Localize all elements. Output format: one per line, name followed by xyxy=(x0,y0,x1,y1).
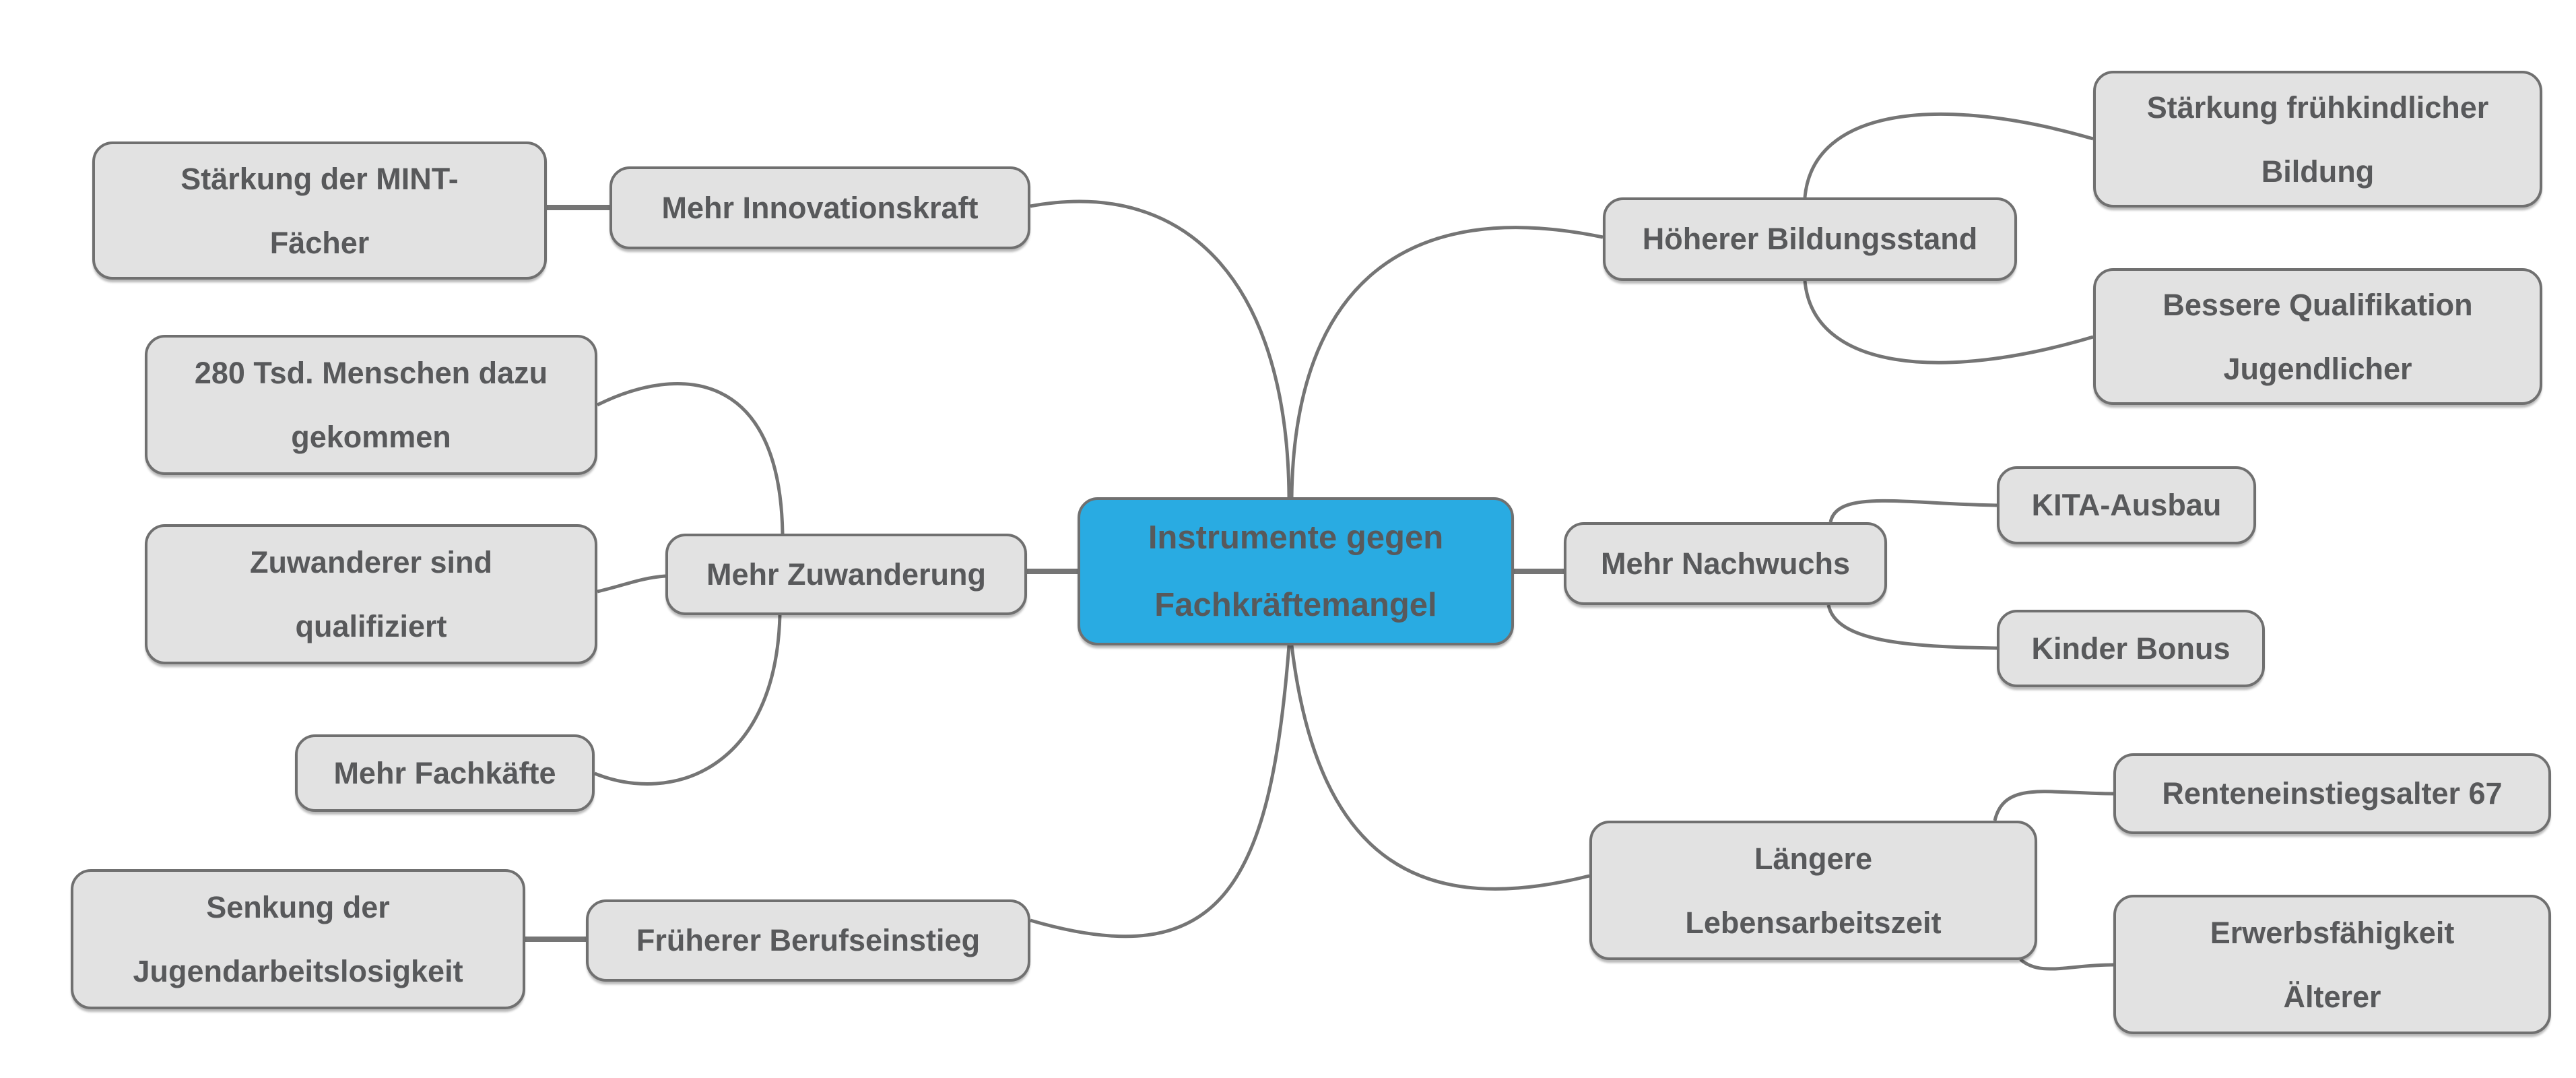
connector-bildungsstand-qualifikation xyxy=(1803,280,2094,364)
connector-central-bildungsstand xyxy=(1290,226,1604,498)
connector-lebensarbeitszeit-erwerb xyxy=(2019,958,2114,971)
connector-nachwuchs-kita xyxy=(1828,499,1997,523)
node-child-fruehkindliche-bildung[interactable]: Stärkung frühkindlicher Bildung xyxy=(2093,71,2542,208)
connector-fachkaefte-zuwanderung xyxy=(594,614,782,786)
connector-innovationskraft-central xyxy=(1030,199,1291,498)
node-central-instrumente[interactable]: Instrumente gegen Fachkräftemangel xyxy=(1078,497,1514,645)
node-branch-bildungsstand[interactable]: Höherer Bildungsstand xyxy=(1603,197,2017,281)
node-branch-lebensarbeitszeit[interactable]: Längere Lebensarbeitszeit xyxy=(1589,821,2037,960)
connector-central-lebensarbeitszeit xyxy=(1290,645,1590,891)
node-branch-nachwuchs[interactable]: Mehr Nachwuchs xyxy=(1564,522,1887,605)
node-child-senkung-jugendarbeitslosigkeit[interactable]: Senkung der Jugendarbeitslosigkeit xyxy=(71,869,525,1009)
node-child-kita-ausbau[interactable]: KITA-Ausbau xyxy=(1997,466,2256,544)
node-branch-zuwanderung[interactable]: Mehr Zuwanderung xyxy=(665,534,1027,615)
node-child-mehr-fachkaefte[interactable]: Mehr Fachkäfte xyxy=(295,734,595,812)
connector-qualifiziert-zuwanderung xyxy=(597,574,666,594)
connector-central-berufseinstieg xyxy=(1030,645,1291,939)
connector-bildungsstand-fruehkindlich xyxy=(1803,112,2094,198)
node-child-280tsd[interactable]: 280 Tsd. Menschen dazu gekommen xyxy=(145,335,597,475)
node-child-renteneinstiegsalter[interactable]: Renteneinstiegsalter 67 xyxy=(2113,753,2551,834)
node-branch-berufseinstieg[interactable]: Früherer Berufseinstieg xyxy=(586,899,1030,982)
node-child-kinder-bonus[interactable]: Kinder Bonus xyxy=(1997,610,2265,687)
connector-nachwuchs-kinderbonus xyxy=(1826,604,1997,650)
connector-lebensarbeitszeit-rente xyxy=(1993,790,2114,821)
node-child-zuwanderer-qualifiziert[interactable]: Zuwanderer sind qualifiziert xyxy=(145,524,597,664)
node-child-mint-faecher[interactable]: Stärkung der MINT- Fächer xyxy=(92,141,547,280)
connector-280tsd-zuwanderung xyxy=(596,382,785,534)
node-child-erwerbsfaehigkeit-aelterer[interactable]: Erwerbsfähigkeit Älterer xyxy=(2113,895,2551,1034)
node-branch-innovationskraft[interactable]: Mehr Innovationskraft xyxy=(609,166,1030,249)
node-child-qualifikation-jugendlicher[interactable]: Bessere Qualifikation Jugendlicher xyxy=(2093,268,2542,405)
